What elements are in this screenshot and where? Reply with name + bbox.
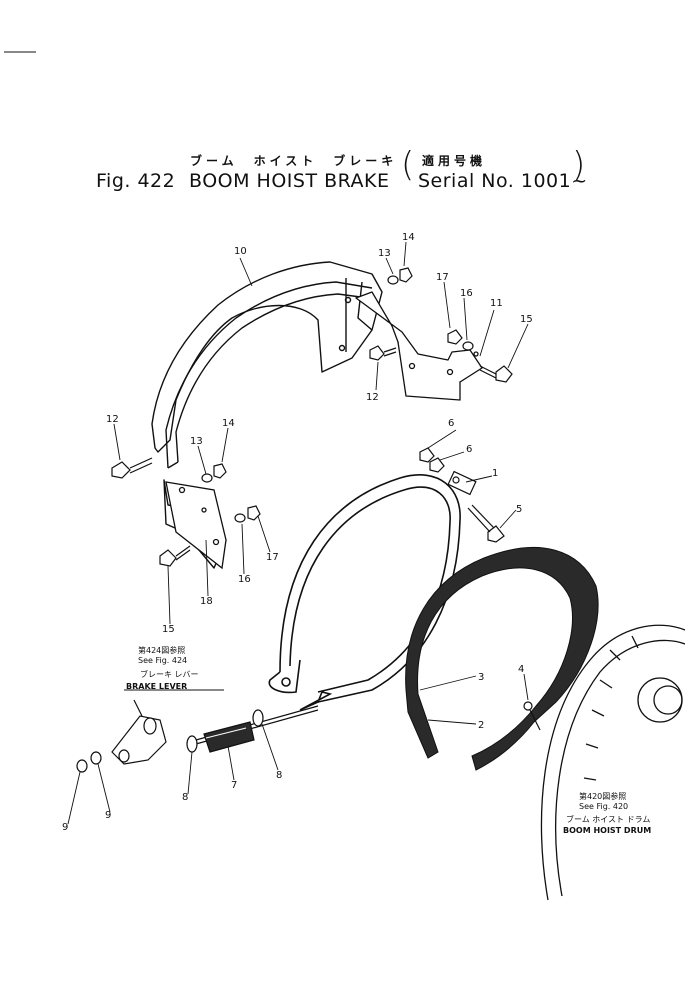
serial-japanese: 適用号機 [422,154,487,168]
lever-ref-jp-name: ブレーキ レバー [140,670,199,679]
lever-ref-jp: 第424図参照 [138,646,186,655]
callout-16b: 16 [238,574,251,585]
drum-ref-jp-name: ブーム ホイスト ドラム [566,815,651,824]
callout-5: 5 [516,504,522,515]
bracket-part-11 [355,291,483,401]
callout-2: 2 [478,720,484,731]
close-paren: ) [572,145,586,185]
callout-4: 4 [518,664,524,675]
figure-title: BOOM HOIST BRAKE [189,170,390,192]
title-japanese: ブーム ホイスト ブレーキ [190,154,398,168]
brake-rod-assembly [76,699,319,773]
callout-3: 3 [478,672,484,683]
callout-13b: 13 [190,436,203,447]
callout-14b: 14 [222,418,235,429]
callout-15b: 15 [162,624,175,635]
callout-15a: 15 [520,314,533,325]
boom-hoist-drum [540,624,685,901]
leader-lines [67,241,529,825]
brake-band-part-1 [268,474,461,711]
callout-9a: 9 [105,810,111,821]
callout-11: 11 [490,298,503,309]
callout-6a: 6 [448,418,454,429]
callout-13a: 13 [378,248,391,259]
callout-8b: 8 [182,792,188,803]
lever-ref-fig: See Fig. 424 [138,656,188,665]
callout-17a: 17 [436,272,449,283]
callout-8a: 8 [276,770,282,781]
callout-9b: 9 [62,822,68,833]
plate-part-18 [165,481,227,570]
callout-17b: 17 [266,552,279,563]
figure-number: Fig. 422 [96,170,176,192]
drum-ref-fig: See Fig. 420 [579,802,629,811]
callout-16a: 16 [460,288,473,299]
open-paren: ( [401,145,415,185]
serial-range: Serial No. 1001~ [418,170,588,192]
callout-10: 10 [234,246,247,257]
callout-7: 7 [231,780,237,791]
lever-ref-name: BRAKE LEVER [126,682,188,691]
callout-1: 1 [492,468,498,479]
callout-18: 18 [200,596,213,607]
pin-part-4 [523,701,541,731]
brake-lining-parts-2-3 [405,546,599,771]
drum-ref-name: BOOM HOIST DRUM [563,826,652,835]
fasteners [111,267,513,567]
drum-ref-jp: 第420図参照 [579,792,627,801]
callout-6b: 6 [466,444,472,455]
callout-14a: 14 [402,232,415,243]
callout-12b: 12 [106,414,119,425]
callout-numbers: 1 2 3 4 5 6 6 7 8 8 9 9 10 11 12 12 13 1… [62,232,533,833]
callout-12a: 12 [366,392,379,403]
